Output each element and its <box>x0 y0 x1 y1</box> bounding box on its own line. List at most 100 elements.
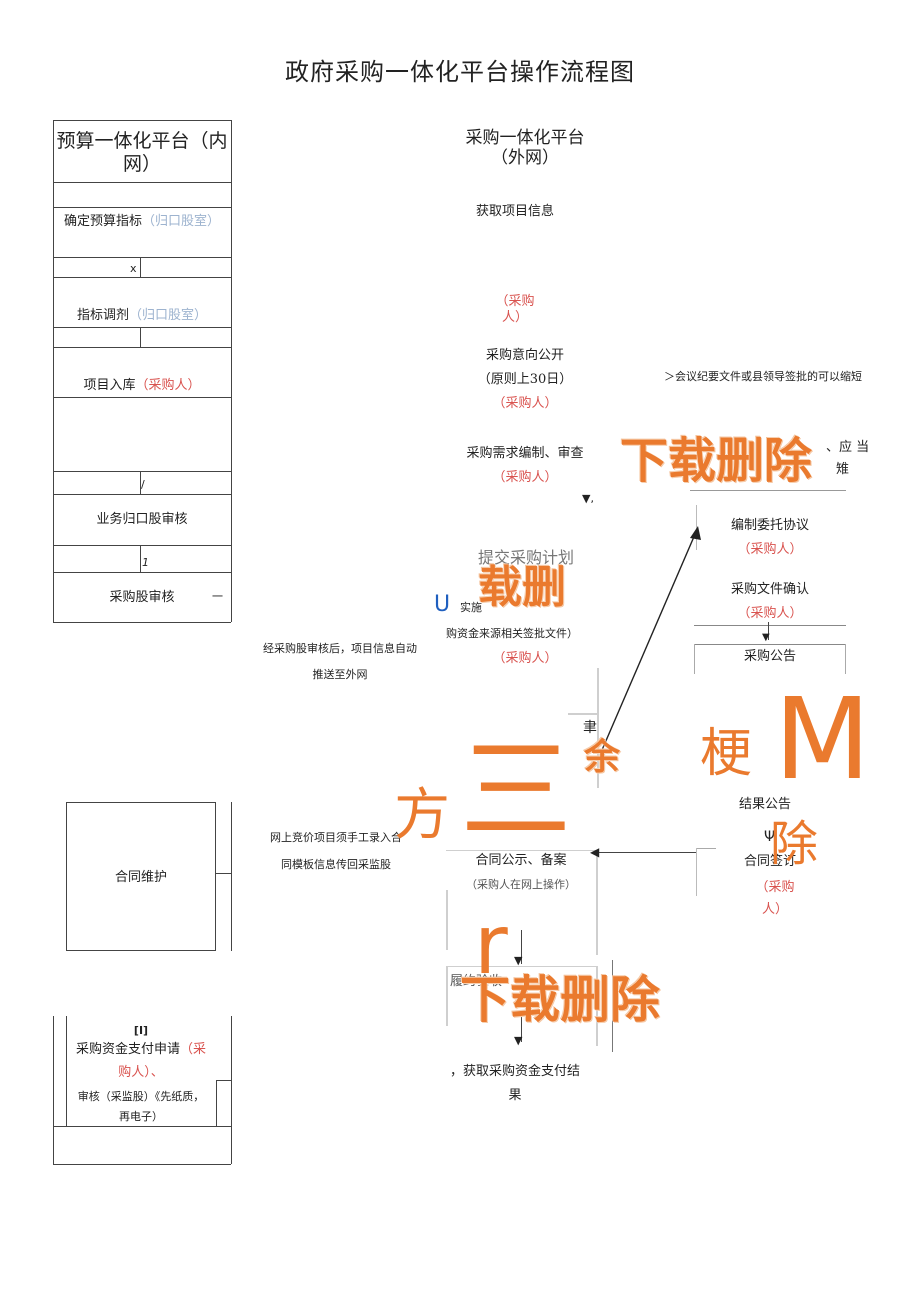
box-edge <box>694 644 846 645</box>
contract-maintenance-box <box>66 802 216 951</box>
box-edge <box>446 890 448 950</box>
arrow-mark: ▼, <box>582 492 594 505</box>
intent-shorten-note: ＞会议纪要文件或县领导签批的可以缩短 <box>664 370 862 383</box>
connector <box>216 1080 231 1081</box>
arrow-down-icon: ▼ <box>514 954 523 967</box>
connector <box>768 622 769 640</box>
box-edge <box>694 644 695 674</box>
step-acceptance: 履约验收 <box>450 974 503 989</box>
top-border <box>53 120 231 121</box>
box-edge <box>597 668 599 788</box>
row-divider <box>53 572 231 573</box>
right-border <box>231 1016 232 1164</box>
connector <box>521 1016 522 1042</box>
left-border <box>53 1016 54 1164</box>
watermark-text: 除 <box>770 816 819 872</box>
who-label: （采购 人） <box>495 294 535 325</box>
box-edge <box>696 848 697 896</box>
watermark-text: r <box>474 898 508 993</box>
u-mark: U <box>434 592 451 617</box>
step-submit-plan: 提交采购计划 <box>477 548 574 567</box>
step-pay-result: ，获取采购资金支付结 果 <box>449 1064 580 1103</box>
pay-review-cont: 再电子） <box>119 1110 163 1123</box>
box-edge <box>446 966 448 1026</box>
pay-apply-who: 购人）、 <box>118 1065 164 1080</box>
row-divider <box>53 1126 231 1127</box>
partial-text: 雉 <box>836 462 850 477</box>
pay-mark: [I] <box>133 1024 149 1037</box>
step-procurement-announce: 采购公告 <box>743 649 796 664</box>
pay-review: 审核（采监股）《先纸质， <box>77 1090 205 1103</box>
box-edge <box>446 966 596 967</box>
inner-border <box>216 1080 217 1126</box>
pay-apply: 采购资金支付申请（采 <box>75 1042 207 1057</box>
arrow-down-icon: ▼ <box>762 632 770 643</box>
step-contract-sign: 合同签订 <box>743 854 796 869</box>
step-demand-prepare: 采购需求编制、审查 （采购人） <box>466 446 584 485</box>
row-divider <box>53 257 231 258</box>
step-adjust-index: 指标调剂（归口股室） <box>76 308 208 323</box>
row-divider <box>53 327 231 328</box>
step-confirm-budget: 确定预算指标（归口股室） <box>63 214 221 229</box>
connector <box>140 471 141 494</box>
plan-implement: 实施 <box>460 601 482 614</box>
plan-fund-docs: 购资金来源相关签批文件） <box>446 627 578 640</box>
connector <box>231 802 232 951</box>
partial-text-top: 、应 当 <box>826 440 870 455</box>
right-border <box>231 120 232 622</box>
watermark-text: M <box>774 675 871 805</box>
arrow-down-icon: ▼ <box>514 1034 523 1047</box>
side-mark: 聿 <box>583 720 597 736</box>
step-contract-publish: 合同公示、备案 <box>475 853 567 868</box>
connector <box>140 327 141 347</box>
contract-publish-sub: （采购人在网上操作） <box>466 878 576 891</box>
step-get-project-info: 获取项目信息 <box>475 204 554 219</box>
row-divider <box>53 494 231 495</box>
step-procurement-review: 采购股审核 <box>109 590 175 605</box>
auto-push-note: 经采购股审核后，项目信息自动 推送至外网 <box>263 642 417 681</box>
box-edge <box>596 966 598 1046</box>
row-divider <box>53 397 231 398</box>
row-divider <box>53 1164 231 1165</box>
box-edge <box>696 505 697 550</box>
mark-x: x <box>130 262 137 275</box>
connector <box>216 873 231 874</box>
bottom-border <box>53 622 231 623</box>
box-edge <box>690 490 846 491</box>
left-border <box>53 120 54 622</box>
connector <box>598 852 696 853</box>
row-divider <box>53 182 231 183</box>
sign-who: （采购 人） <box>755 880 795 917</box>
row-divider <box>53 545 231 546</box>
step-result-announce: 结果公告 <box>738 797 791 812</box>
internal-platform-header: 预算一体化平台（内 网） <box>56 130 228 175</box>
page-title: 政府采购一体化平台操作流程图 <box>285 58 635 86</box>
watermark-text: 梗 <box>700 724 753 784</box>
bidding-note: 网上竞价项目须手工录入合 同模板信息传回采监股 <box>270 831 402 871</box>
flow-arrow <box>601 526 701 751</box>
box-edge <box>446 850 596 851</box>
connector <box>140 257 141 277</box>
connector <box>612 960 613 1052</box>
step-entrust-agreement: 编制委托协议 （采购人） <box>730 518 809 557</box>
dash-mark: 一 <box>212 590 223 603</box>
connector <box>140 545 141 572</box>
step-intent-publish: 采购意向公开 （原则上30日） （采购人） <box>477 348 573 411</box>
plan-who: （采购人） <box>492 651 558 666</box>
step-dept-review: 业务归口股审核 <box>96 512 188 527</box>
watermark-text: 下载删除 <box>460 971 660 1029</box>
box-edge <box>596 855 598 955</box>
row-divider <box>53 277 231 278</box>
connector <box>521 930 522 964</box>
box-edge <box>845 644 846 674</box>
watermark-text: 下载删除 <box>620 433 813 489</box>
inner-border <box>66 1016 67 1126</box>
box-edge <box>568 713 598 715</box>
contract-maintenance-label: 合同维护 <box>114 870 167 885</box>
step-project-storage: 项目入库（采购人） <box>83 378 201 393</box>
mark-1: 1 <box>142 556 149 569</box>
psi-mark: Ψ <box>764 829 776 845</box>
row-divider <box>53 471 231 472</box>
external-platform-header: 采购一体化平台 （外网） <box>465 128 585 169</box>
box-edge <box>696 848 716 849</box>
